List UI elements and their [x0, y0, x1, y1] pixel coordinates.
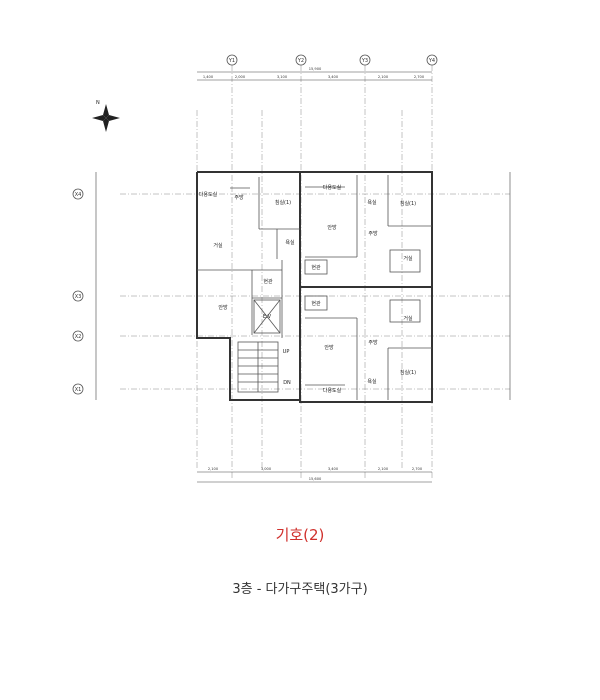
- room-label: 다용도실: [323, 184, 342, 191]
- room-label: UP: [283, 349, 290, 355]
- plan-subtitle: 3층 - 다가구주택(3가구): [232, 582, 368, 597]
- room-label: 주방: [234, 194, 244, 201]
- room-label: DN: [283, 380, 291, 386]
- top-dimensions: 15,900 1,400 2,000 3,100 3,400 2,100 2,7…: [197, 67, 432, 81]
- room-label: 현관: [311, 264, 321, 271]
- north-label: N: [96, 100, 100, 106]
- room-label: 안방: [327, 224, 337, 231]
- axis-label: Y2: [297, 58, 304, 64]
- stairs: [238, 342, 278, 392]
- room-label: 안방: [218, 304, 228, 311]
- axis-label: X1: [75, 387, 82, 393]
- room-label: 침실(1): [400, 200, 416, 207]
- plan-title: 기호(2): [275, 526, 325, 544]
- room-label: 욕실: [367, 378, 377, 385]
- axis-markers-top: Y1 Y2 Y3 Y4: [226, 54, 438, 66]
- dim: 2,000: [235, 75, 246, 79]
- bottom-dimensions: 2,100 3,000 3,400 2,100 2,700 15,600: [95, 172, 511, 483]
- axis-label: Y3: [361, 58, 368, 64]
- dim: 3,400: [328, 467, 339, 471]
- room-label: 거실: [213, 242, 223, 249]
- room-label: 욕실: [367, 199, 377, 206]
- axis-label: X2: [75, 334, 82, 340]
- room-label: 다용도실: [323, 387, 342, 394]
- room-label: 욕실: [285, 239, 295, 246]
- axis-label: Y1: [228, 58, 235, 64]
- room-label: 다용도실: [199, 191, 218, 198]
- walls: [196, 171, 433, 403]
- dim: 2,700: [414, 75, 425, 79]
- dim-total: 15,600: [309, 477, 322, 481]
- room-label: 주방: [368, 230, 378, 237]
- grid-lines: [120, 65, 510, 480]
- dim: 3,000: [261, 467, 272, 471]
- dim: 2,100: [378, 75, 389, 79]
- room-label: 안방: [324, 344, 334, 351]
- axis-label: X4: [75, 192, 82, 198]
- dim: 1,400: [203, 75, 214, 79]
- axis-label: X3: [75, 294, 82, 300]
- axis-label: Y4: [428, 58, 435, 64]
- room-label: 침실(1): [400, 369, 416, 376]
- dim: 3,400: [328, 75, 339, 79]
- room-label: 현관: [263, 278, 273, 285]
- axis-markers-left: X4 X3 X2 X1: [72, 188, 84, 395]
- room-labels: 다용도실 주방 침실(1) 거실 욕실 현관 안방 E.V UP DN 다용도실…: [199, 184, 416, 394]
- dim: 3,100: [277, 75, 288, 79]
- room-label: 침실(1): [275, 199, 291, 206]
- room-label: 주방: [368, 339, 378, 346]
- dim: 2,100: [378, 467, 389, 471]
- dim: 2,100: [208, 467, 219, 471]
- room-label: E.V: [263, 314, 272, 320]
- north-arrow-icon: N: [92, 100, 120, 132]
- dim: 2,700: [412, 467, 423, 471]
- room-label: 거실: [403, 315, 413, 322]
- dim-total: 15,900: [309, 67, 322, 71]
- room-label: 거실: [403, 255, 413, 262]
- room-label: 현관: [311, 300, 321, 307]
